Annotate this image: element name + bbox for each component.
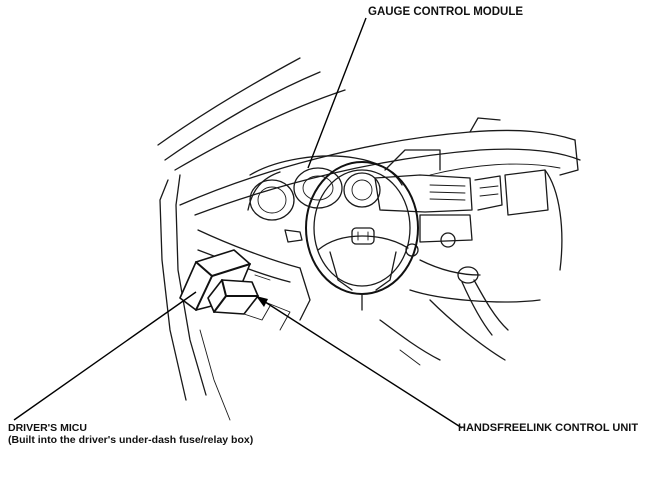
drivers-micu-label: DRIVER'S MICU [8,422,87,434]
steering-wheel [305,161,419,311]
leader-micu [13,291,197,421]
arrowhead-hfl [256,296,268,307]
leader-hfl [261,299,463,429]
leader-gauge [307,17,367,169]
center-stack [374,149,563,303]
leader-lines [13,17,463,429]
a-pillar [159,174,231,421]
gauge-control-module-label: GAUGE CONTROL MODULE [368,6,524,18]
dashboard-top [179,117,581,216]
windshield-lines [157,57,346,171]
drivers-micu-note: (Built into the driver's under-dash fuse… [8,434,254,446]
handsfreelink-control-unit-label: HANDSFREELINK CONTROL UNIT [458,422,639,434]
center-console [379,266,509,366]
handsfreelink-box [207,279,271,321]
